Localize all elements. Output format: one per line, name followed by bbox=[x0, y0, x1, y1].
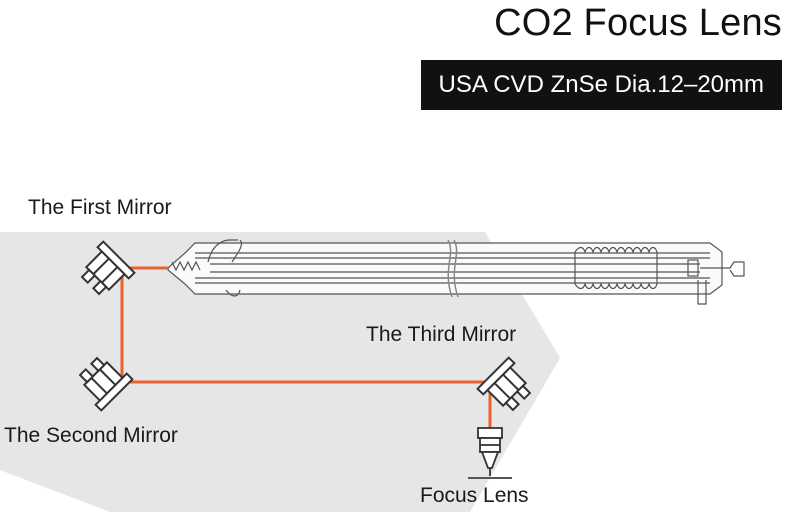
page-title: CO2 Focus Lens bbox=[494, 2, 782, 44]
label-first-mirror: The First Mirror bbox=[28, 196, 172, 219]
second-mirror-icon bbox=[78, 356, 134, 412]
background-band-notch bbox=[0, 470, 110, 512]
subtitle-banner: USA CVD ZnSe Dia.12–20mm bbox=[420, 60, 782, 110]
label-third-mirror: The Third Mirror bbox=[366, 323, 517, 346]
third-mirror-icon bbox=[476, 356, 532, 412]
laser-tube bbox=[167, 239, 745, 305]
label-focus-lens: Focus Lens bbox=[420, 484, 529, 507]
label-second-mirror: The Second Mirror bbox=[4, 424, 178, 447]
background-band bbox=[0, 232, 560, 512]
first-mirror-icon bbox=[80, 240, 136, 296]
focus-lens-icon bbox=[477, 427, 503, 476]
